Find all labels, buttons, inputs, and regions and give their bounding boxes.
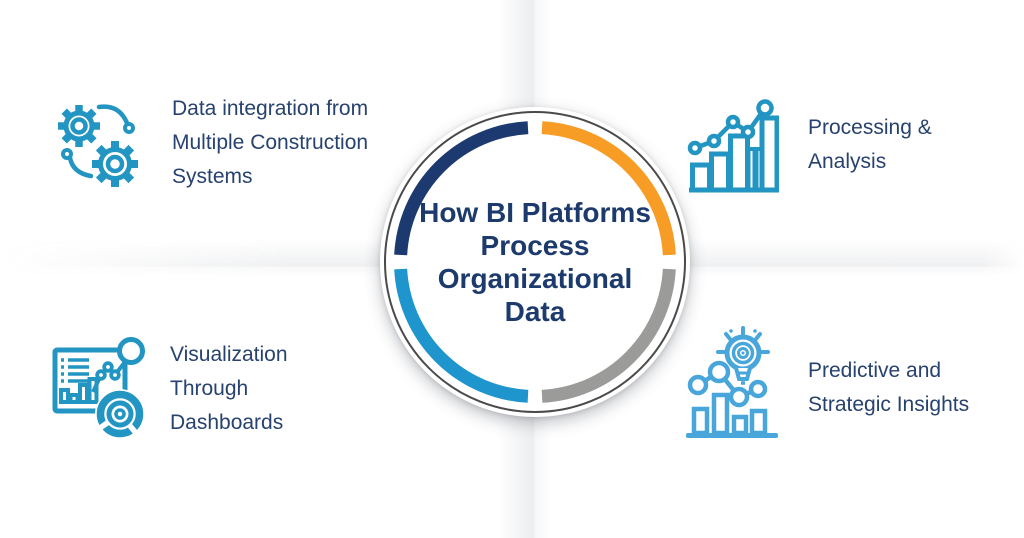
label-line: Dashboards: [170, 411, 284, 434]
label-bottom-right: Predictive and Strategic Insights: [808, 354, 969, 422]
growth-bar-chart-icon: [684, 96, 779, 196]
ring-arc-bottom-right: [541, 268, 676, 403]
label-line: Analysis: [808, 150, 887, 173]
label-line: Data integration from: [172, 97, 369, 120]
dashboard-icon: [44, 334, 152, 444]
center-title-line: Data: [504, 296, 566, 327]
label-line: Processing &: [808, 116, 932, 139]
label-line: Multiple Construction: [172, 131, 369, 154]
ring-outline-circle: [384, 111, 686, 413]
center-circle: How BI Platforms Process Organizational …: [380, 107, 690, 417]
insight-bulb-chart-icon: [681, 322, 783, 442]
center-title-line: How BI Platforms: [419, 197, 651, 228]
label-line: Predictive and: [808, 359, 942, 382]
label-line: Systems: [172, 165, 253, 188]
label-line: Through: [170, 377, 249, 400]
center-title-line: Organizational: [437, 263, 633, 294]
ring-arc-top-left: [394, 121, 529, 256]
label-bottom-left: Visualization Through Dashboards: [170, 338, 288, 440]
label-line: Strategic Insights: [808, 393, 970, 416]
ring-arc-bottom-left: [394, 268, 529, 403]
center-title-line: Process: [480, 230, 590, 261]
label-line: Visualization: [170, 343, 288, 366]
ring-arc-top-right: [541, 121, 676, 256]
center-title: How BI Platforms Process Organizational …: [380, 107, 690, 417]
quadrant-ring: [384, 111, 686, 413]
gears-sync-icon: [45, 88, 145, 196]
label-top-right: Processing & Analysis: [808, 111, 932, 179]
label-top-left: Data integration from Multiple Construct…: [172, 92, 368, 194]
